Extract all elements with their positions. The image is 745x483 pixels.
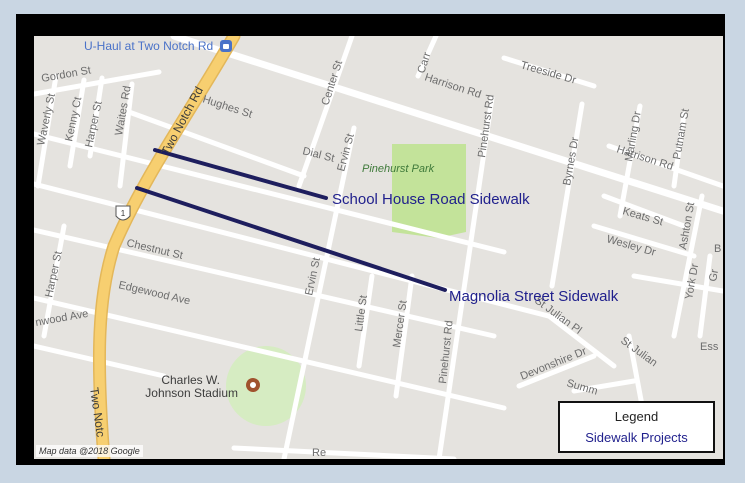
label-uhaul: U-Haul at Two Notch Rd xyxy=(84,39,213,53)
road-wesley-dr xyxy=(591,223,697,259)
map-frame: 1 Gordon St Waverly St Kenny Ct Harper S… xyxy=(16,14,725,465)
road-mercer-st xyxy=(393,273,415,399)
map-svg[interactable]: 1 Gordon St Waverly St Kenny Ct Harper S… xyxy=(34,36,723,459)
road-little-st xyxy=(356,273,375,369)
school-house-road-sidewalk-line[interactable] xyxy=(153,148,328,200)
road-st-julian-pl xyxy=(546,313,617,369)
label-gr: Gr xyxy=(707,268,721,282)
road-putnam-st xyxy=(671,111,687,189)
road-treeside-dr xyxy=(501,55,597,89)
road-kenny-ct xyxy=(67,77,87,169)
label-magnolia-street-sidewalk: Magnolia Street Sidewalk xyxy=(449,288,619,305)
route-1-number: 1 xyxy=(121,209,126,218)
road-pinehurst-rd xyxy=(436,95,495,459)
road-keats-st xyxy=(601,193,687,229)
road-ervin-st xyxy=(281,125,357,459)
road-york-dr xyxy=(697,253,713,339)
stadium-marker-glyph xyxy=(250,382,256,388)
road-waverly-st xyxy=(35,73,59,189)
legend-title: Legend xyxy=(614,409,659,424)
map-legend: Legend Sidewalk Projects xyxy=(558,401,715,453)
label-stadium-line1: Charles W. xyxy=(161,373,220,387)
map-canvas[interactable]: 1 Gordon St Waverly St Kenny Ct Harper S… xyxy=(34,36,723,459)
road-harrison-rd-right xyxy=(606,143,723,189)
road-right-lower xyxy=(631,273,723,294)
pinehurst-park-area[interactable] xyxy=(392,144,466,238)
label-re-bottom: Re xyxy=(312,447,326,459)
road-school-house-rd xyxy=(34,131,507,255)
legend-item-sidewalk-projects: Sidewalk Projects xyxy=(585,430,688,445)
label-stadium-line2: Johnson Stadium xyxy=(145,386,238,400)
road-summ xyxy=(571,378,637,394)
road-harper-st-left xyxy=(41,223,67,339)
road-harper-st-top xyxy=(87,75,105,159)
route-1-shield: 1 xyxy=(115,205,131,221)
road-ashton-st xyxy=(671,193,705,339)
label-two-notch-bottom: Two Notc xyxy=(87,386,108,437)
highway-two-notch-rd[interactable] xyxy=(94,36,239,459)
stadium-grounds xyxy=(226,346,306,426)
road-devonshire-dr xyxy=(516,353,597,389)
road-marling-dr xyxy=(617,103,643,219)
magnolia-street-sidewalk-line[interactable] xyxy=(135,186,447,292)
road-center-st xyxy=(296,36,355,189)
road-byrnes-dr xyxy=(549,101,585,289)
label-pinehurst-park: Pinehurst Park xyxy=(362,163,435,175)
uhaul-poi[interactable]: U-Haul at Two Notch Rd xyxy=(84,39,232,53)
label-es-edge: Ess xyxy=(700,341,719,353)
road-bottom xyxy=(231,445,457,459)
map-attribution: Map data @2018 Google xyxy=(36,445,143,457)
road-waites-rd xyxy=(117,81,135,189)
road-hughes-st xyxy=(126,109,307,179)
label-b-edge: B xyxy=(714,243,721,255)
label-little-st: Little St xyxy=(353,294,370,332)
road-carr xyxy=(415,36,439,79)
stadium-poi[interactable]: Charles W. Johnson Stadium xyxy=(145,373,260,400)
label-school-house-road-sidewalk: School House Road Sidewalk xyxy=(332,191,530,208)
map-background xyxy=(34,36,723,459)
road-edgewood-ave xyxy=(34,295,507,411)
uhaul-store-glyph xyxy=(223,44,229,49)
road-harrison-rd xyxy=(170,36,723,215)
